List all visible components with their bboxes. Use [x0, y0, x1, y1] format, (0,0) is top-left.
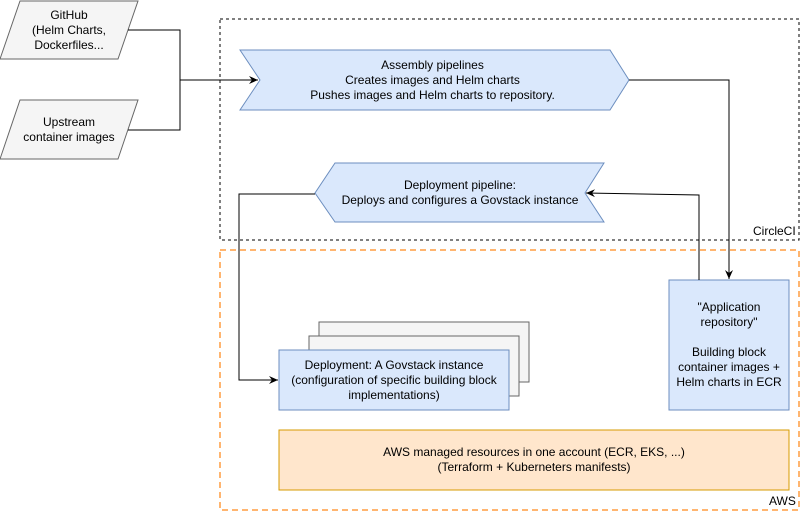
aws-container-label: AWS: [769, 494, 796, 508]
github-to-assembly-edge: [128, 29, 258, 84]
circleci-container-label: CircleCI: [753, 224, 796, 238]
application-repository-shape: [668, 279, 790, 411]
upstream-to-assembly-edge: [128, 80, 181, 131]
deployment-pipeline-to-instance-edge: [238, 193, 315, 384]
assembly-pipeline-shape: [239, 49, 630, 111]
upstream-source-shape: [0, 99, 139, 160]
assembly-to-repository-edge: [629, 79, 733, 279]
repository-to-deployment-pipeline-edge: [585, 189, 700, 280]
deployment-pipeline-shape: [314, 162, 605, 223]
circleci-container: [219, 18, 800, 241]
deployment-instance-shape: [278, 349, 510, 411]
aws-resources-shape: [278, 429, 790, 491]
github-source-shape: [0, 0, 139, 60]
